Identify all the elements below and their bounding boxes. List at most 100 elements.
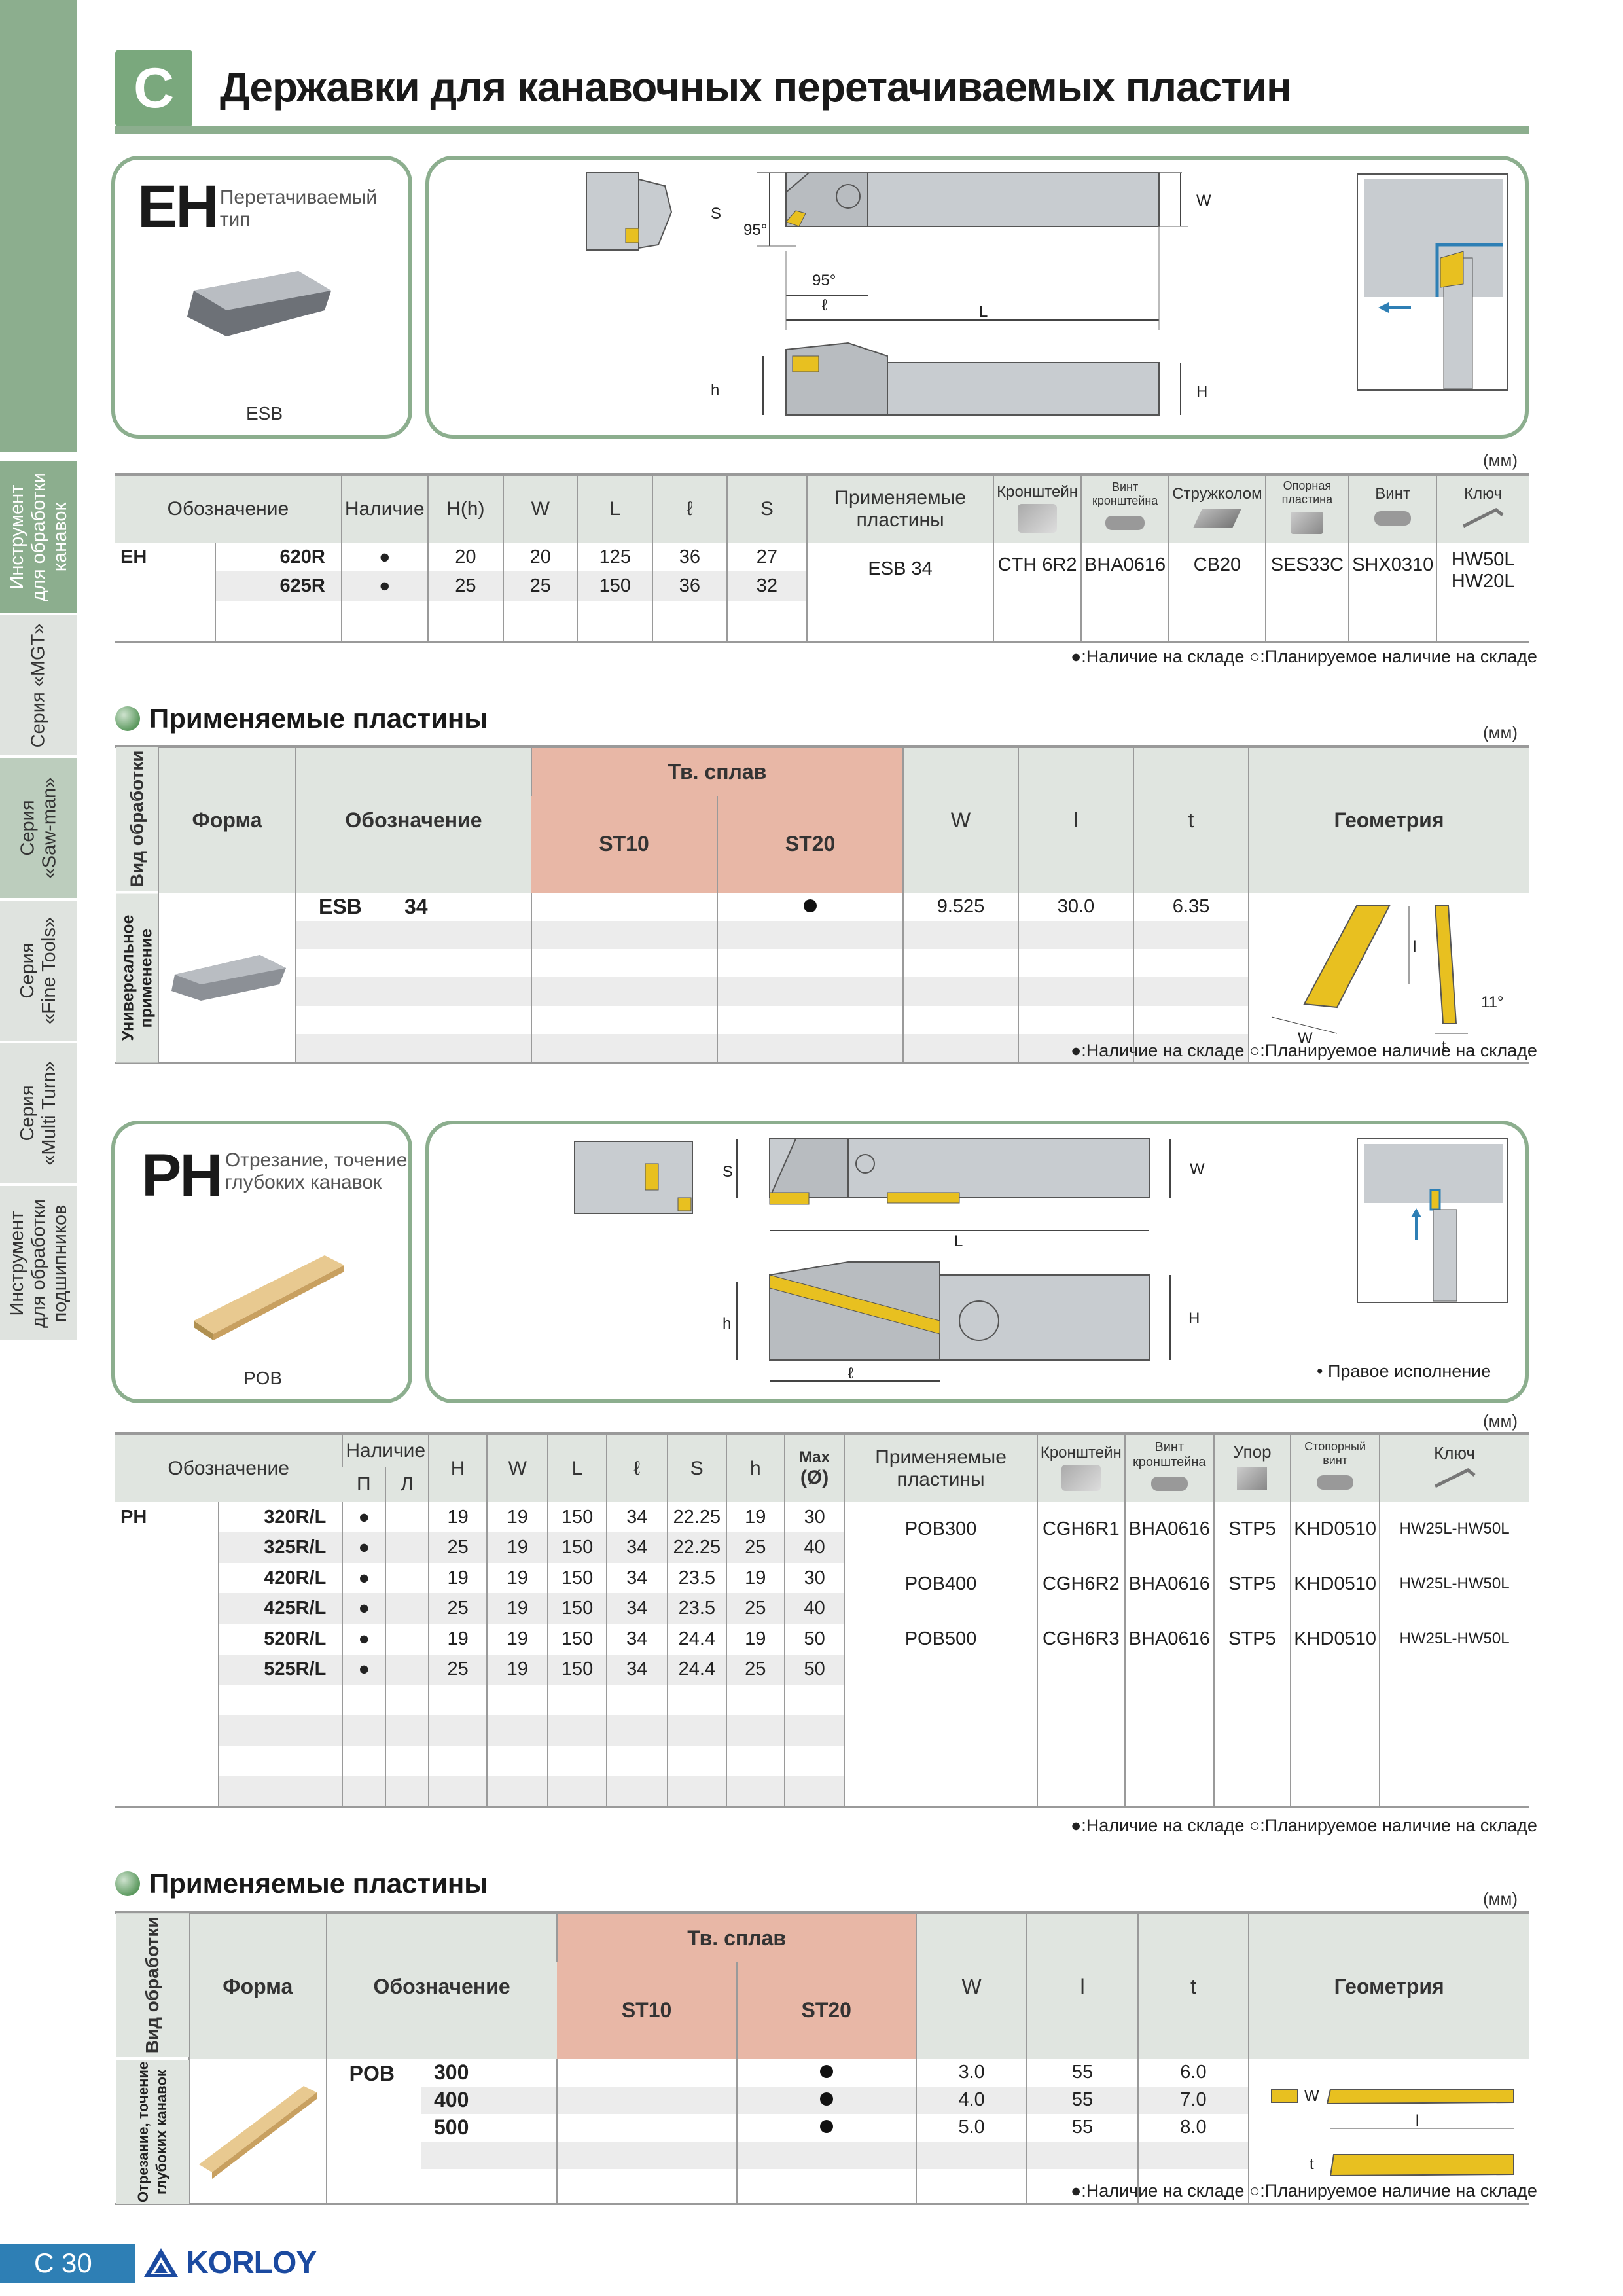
screw-icon [1374, 511, 1412, 526]
ph-empty-cell [783, 1715, 845, 1746]
ins2-l: 55 [1026, 2113, 1138, 2142]
pob-insert-image [194, 1255, 344, 1340]
inserts2-table: Вид обработки Форма Обозначение Тв. спла… [115, 1911, 1529, 2206]
eh-dim-h: h [711, 382, 719, 399]
svg-text:l: l [1413, 938, 1416, 956]
sidebar-item-finetools[interactable]: Серия«Fine Tools» [0, 898, 77, 1041]
ph-val-H: 25 [428, 1532, 488, 1563]
ph-model: 320R/L [218, 1501, 343, 1533]
ph-col-key: Ключ [1379, 1433, 1529, 1502]
ph-val-H: 19 [428, 1562, 488, 1594]
ph-model: 325R/L [218, 1532, 343, 1563]
ph-empty-cell [725, 1776, 785, 1807]
ph-val-max: 40 [783, 1532, 845, 1563]
eh-val: 150 [577, 571, 653, 601]
ins1-st10 [531, 892, 717, 921]
ph-empty-cell [547, 1715, 607, 1746]
ins1-col-designation: Обозначение [295, 746, 531, 893]
eh-model-620R: 620R [214, 543, 342, 572]
ins2-series: POB [325, 2058, 421, 2169]
ph-val-W: 19 [486, 1532, 548, 1563]
inserts1-section-title: Применяемые пластины [115, 703, 488, 734]
esb-insert-image [187, 271, 331, 336]
ins2-application: Отрезание, точение глубоких канавок [115, 2058, 189, 2204]
eh-val: 25 [503, 571, 578, 601]
ph-empty-cell [605, 1746, 668, 1776]
ph-family-blank [115, 1715, 219, 1746]
ph-avail-right: ● [342, 1501, 386, 1533]
ph-avail-left [385, 1532, 429, 1563]
sidebar-item-multiturn[interactable]: Серия«Multi Turn» [0, 1041, 77, 1183]
available-dot-icon [819, 2065, 833, 2079]
ins2-legend: ●:Наличие на складе ○:Планируемое наличи… [1071, 2181, 1537, 2200]
ph-val-max: 50 [783, 1654, 845, 1685]
ins1-col-shape: Форма [158, 746, 296, 893]
hex-key-icon [1462, 507, 1504, 528]
eh-val: 20 [503, 543, 578, 572]
ins1-geometry: l W t 11° [1248, 892, 1529, 1063]
ins2-w: 3.0 [915, 2058, 1027, 2087]
ph-empty-cell [666, 1746, 726, 1776]
screw-icon [1150, 1476, 1188, 1491]
ins2-st10 [556, 2113, 737, 2142]
ins2-l: 55 [1026, 2058, 1138, 2087]
eh-col-availability: Наличие [340, 474, 428, 543]
clamp-icon [1018, 504, 1058, 533]
pob-geometry-drawing: W l t [1270, 2087, 1514, 2176]
ph-val-H: 25 [428, 1593, 488, 1624]
ins2-t: 6.0 [1137, 2058, 1249, 2087]
eh-insert-name: ESB [246, 403, 283, 423]
ins2-t: 8.0 [1137, 2113, 1249, 2142]
ph-note: • Правое исполнение [1317, 1361, 1491, 1381]
ph-model: 520R/L [218, 1623, 343, 1655]
ph-empty-cell [385, 1776, 429, 1807]
eh-col-W: W [503, 474, 578, 543]
ph-spec-table: Обозначение Наличие H W L ℓ S h Max(Ø) П… [115, 1432, 1529, 1808]
ph-val-W: 19 [486, 1623, 548, 1655]
ph-empty-cell [666, 1715, 726, 1746]
eh-model-625R: 625R [214, 571, 342, 601]
ph-family-blank [115, 1685, 219, 1715]
chipbreaker-icon [1192, 509, 1241, 529]
ins2-geometry: W l t [1248, 2058, 1529, 2204]
ph-val-S: 23.5 [666, 1593, 726, 1624]
ph-col-H: H [428, 1433, 488, 1502]
ph-empty-cell [342, 1746, 386, 1776]
ph-empty-cell [218, 1746, 343, 1776]
ph-group-insert: POB300 [904, 1518, 977, 1539]
ins2-col-st20: ST20 [736, 1962, 916, 2059]
ph-technical-drawing: S W L h H ℓ [574, 1138, 1508, 1382]
screw-icon [1317, 1475, 1354, 1490]
sidebar-item-mgt[interactable]: Серия «MGT» [0, 613, 77, 755]
brand-logo: KORLOY [143, 2245, 317, 2281]
eh-val: 25 [427, 571, 504, 601]
ph-group-key: HW25L-HW50L [1399, 1574, 1510, 1592]
ph-group-clamp: CGH6R2 [1042, 1573, 1120, 1594]
svg-text:11°: 11° [1481, 994, 1504, 1011]
ph-group-stop: STP5 [1228, 1628, 1276, 1649]
ins1-col-t: t [1133, 746, 1249, 893]
sidebar-item-sawman[interactable]: Серия«Saw-man» [0, 755, 77, 898]
ins2-shape [188, 2058, 327, 2204]
eh-spec-table: Обозначение Наличие H(h) W L ℓ S Применя… [115, 473, 1529, 643]
pob-insert-shape-icon [198, 2085, 317, 2179]
ph-val-L: 150 [547, 1501, 607, 1533]
ph-empty-cell [605, 1715, 668, 1746]
ph-val-W: 19 [486, 1593, 548, 1624]
ph-val-l: 34 [605, 1593, 668, 1624]
ph-val-S: 24.4 [666, 1623, 726, 1655]
ph-col-right: П [342, 1467, 386, 1502]
ins2-st10 [556, 2086, 737, 2114]
ins1-legend: ●:Наличие на складе ○:Планируемое наличи… [1071, 1041, 1537, 1060]
ins2-col-w: W [915, 1912, 1027, 2059]
ph-empty-cell [666, 1776, 726, 1807]
eh-dim-l-small: ℓ [822, 296, 827, 314]
ph-val-L: 150 [547, 1593, 607, 1624]
eh-val: 20 [427, 543, 504, 572]
